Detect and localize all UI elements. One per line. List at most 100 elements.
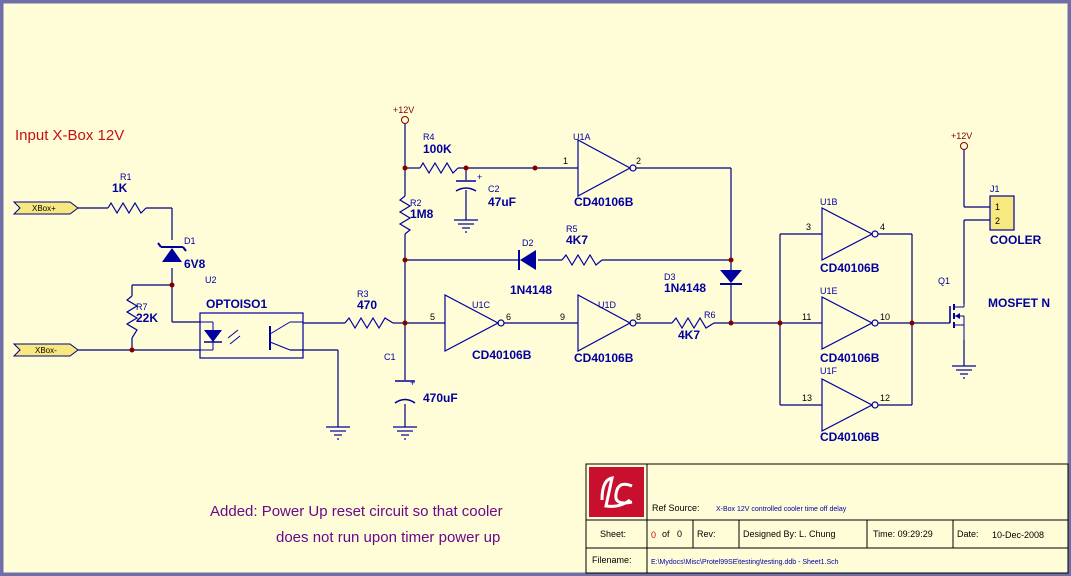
c1: + C1 470uF	[384, 352, 458, 405]
vcc-mid: +12V	[393, 105, 414, 124]
c1-plus: +	[410, 378, 415, 388]
u1e-value: CD40106B	[820, 351, 880, 365]
inverter-gates	[444, 138, 879, 432]
u1c-pin-out: 6	[506, 312, 511, 322]
d2-value: 1N4148	[510, 283, 552, 297]
port-xbox-plus-label: XBox+	[32, 204, 56, 213]
u1e-pin-out: 10	[880, 312, 890, 322]
sheet-number: 0	[651, 530, 656, 540]
j1-value: COOLER	[990, 233, 1042, 247]
u1c-pin-in: 5	[430, 312, 435, 322]
r2-ref: R2	[410, 198, 422, 208]
r5-value: 4K7	[566, 233, 588, 247]
time-stamp: Time: 09:29:29	[873, 529, 933, 539]
ground-symbols	[326, 219, 976, 440]
u1c-ref: U1C	[472, 300, 491, 310]
r7-ref: R7	[136, 302, 148, 312]
d1-value: 6V8	[184, 257, 206, 271]
r6-ref: R6	[704, 310, 716, 320]
j1-pin1: 1	[995, 202, 1000, 212]
j1-pin2: 2	[995, 216, 1000, 226]
r1-ref: R1	[120, 172, 132, 182]
ref-source-label: Ref Source:	[652, 503, 700, 513]
port-xbox-minus: XBox-	[12, 343, 79, 357]
j1-ref: J1	[990, 184, 1000, 194]
r1-value: 1K	[112, 181, 128, 195]
r7-value: 22K	[136, 311, 158, 325]
d2-diode: D2 1N4148	[510, 238, 552, 297]
d3-ref: D3	[664, 272, 676, 282]
u1b-ref: U1B	[820, 197, 838, 207]
sheet-of: of	[662, 529, 670, 539]
r4: R4 100K	[419, 132, 459, 175]
u1a-pin-out: 2	[636, 156, 641, 166]
r6: R6 4K7	[671, 310, 716, 342]
port-xbox-minus-label: XBox-	[35, 346, 57, 355]
vcc-right-label: +12V	[951, 131, 972, 141]
wires	[78, 124, 990, 427]
u1b-pin-out: 4	[880, 222, 885, 232]
u2-ref: U2	[205, 275, 217, 285]
vcc-right: +12V	[951, 131, 972, 150]
sheet-total: 0	[677, 529, 682, 539]
r5-ref: R5	[566, 224, 578, 234]
u1e-pin-in: 11	[802, 312, 811, 322]
r2: R2 1M8	[398, 195, 434, 235]
c1-ref: C1	[384, 352, 396, 362]
sheet-label: Sheet:	[600, 529, 626, 539]
r6-value: 4K7	[678, 328, 700, 342]
q1-mosfet: Q1 MOSFET N	[938, 276, 1050, 340]
u1a-ref: U1A	[573, 132, 591, 142]
circuit-title: Input X-Box 12V	[15, 127, 124, 144]
ref-source-value: X-Box 12V controlled cooler time off del…	[716, 506, 847, 513]
u1f-value: CD40106B	[820, 430, 880, 444]
u1e-ref: U1E	[820, 286, 838, 296]
date-label: Date:	[957, 529, 979, 539]
r1: R1 1K	[107, 172, 147, 215]
c2-plus: +	[477, 172, 482, 182]
c2-ref: C2	[488, 184, 500, 194]
rev-label: Rev:	[697, 529, 716, 539]
q1-ref: Q1	[938, 276, 950, 286]
u1c-value: CD40106B	[472, 348, 532, 362]
u2-optoisolator: U2 OPTOISO1	[199, 275, 304, 359]
u1d-ref: U1D	[598, 300, 617, 310]
d1-ref: D1	[184, 236, 196, 246]
u2-value: OPTOISO1	[206, 297, 267, 311]
note-line-2: does not run upon timer power up	[276, 529, 500, 546]
r4-ref: R4	[423, 132, 435, 142]
c2: + C2 47uF	[455, 172, 516, 209]
r3: R3 470	[344, 289, 394, 330]
c1-value: 470uF	[423, 391, 458, 405]
q1-value: MOSFET N	[988, 296, 1050, 310]
d3-value: 1N4148	[664, 281, 706, 295]
d2-ref: D2	[522, 238, 534, 248]
designed-by: Designed By: L. Chung	[743, 529, 836, 539]
port-xbox-plus: XBox+	[12, 201, 79, 215]
u1f-pin-in: 13	[802, 393, 812, 403]
u1f-ref: U1F	[820, 366, 838, 376]
c2-value: 47uF	[488, 195, 516, 209]
u1b-value: CD40106B	[820, 261, 880, 275]
d3-diode: D3 1N4148	[664, 270, 742, 295]
r5: R5 4K7	[561, 224, 603, 267]
r7: R7 22K	[125, 295, 158, 339]
u1d-value: CD40106B	[574, 351, 634, 365]
r4-value: 100K	[423, 142, 452, 156]
r2-value: 1M8	[410, 207, 434, 221]
u1a-pin-in: 1	[563, 156, 568, 166]
r3-ref: R3	[357, 289, 369, 299]
u1a-value: CD40106B	[574, 195, 634, 209]
u1d-pin-out: 8	[636, 312, 641, 322]
u1f-pin-out: 12	[880, 393, 890, 403]
note-line-1: Added: Power Up reset circuit so that co…	[210, 503, 503, 520]
r3-value: 470	[357, 298, 377, 312]
title-block: Ref Source: X-Box 12V controlled cooler …	[585, 463, 1069, 574]
filename-value: E:\Mydocs\Misc\Protel99SE\testing\testin…	[651, 559, 839, 566]
date-value: 10-Dec-2008	[992, 530, 1044, 540]
j1-connector: 1 2 J1 COOLER	[989, 184, 1042, 247]
vcc-mid-label: +12V	[393, 105, 414, 115]
u1d-pin-in: 9	[560, 312, 565, 322]
junctions	[129, 165, 915, 353]
